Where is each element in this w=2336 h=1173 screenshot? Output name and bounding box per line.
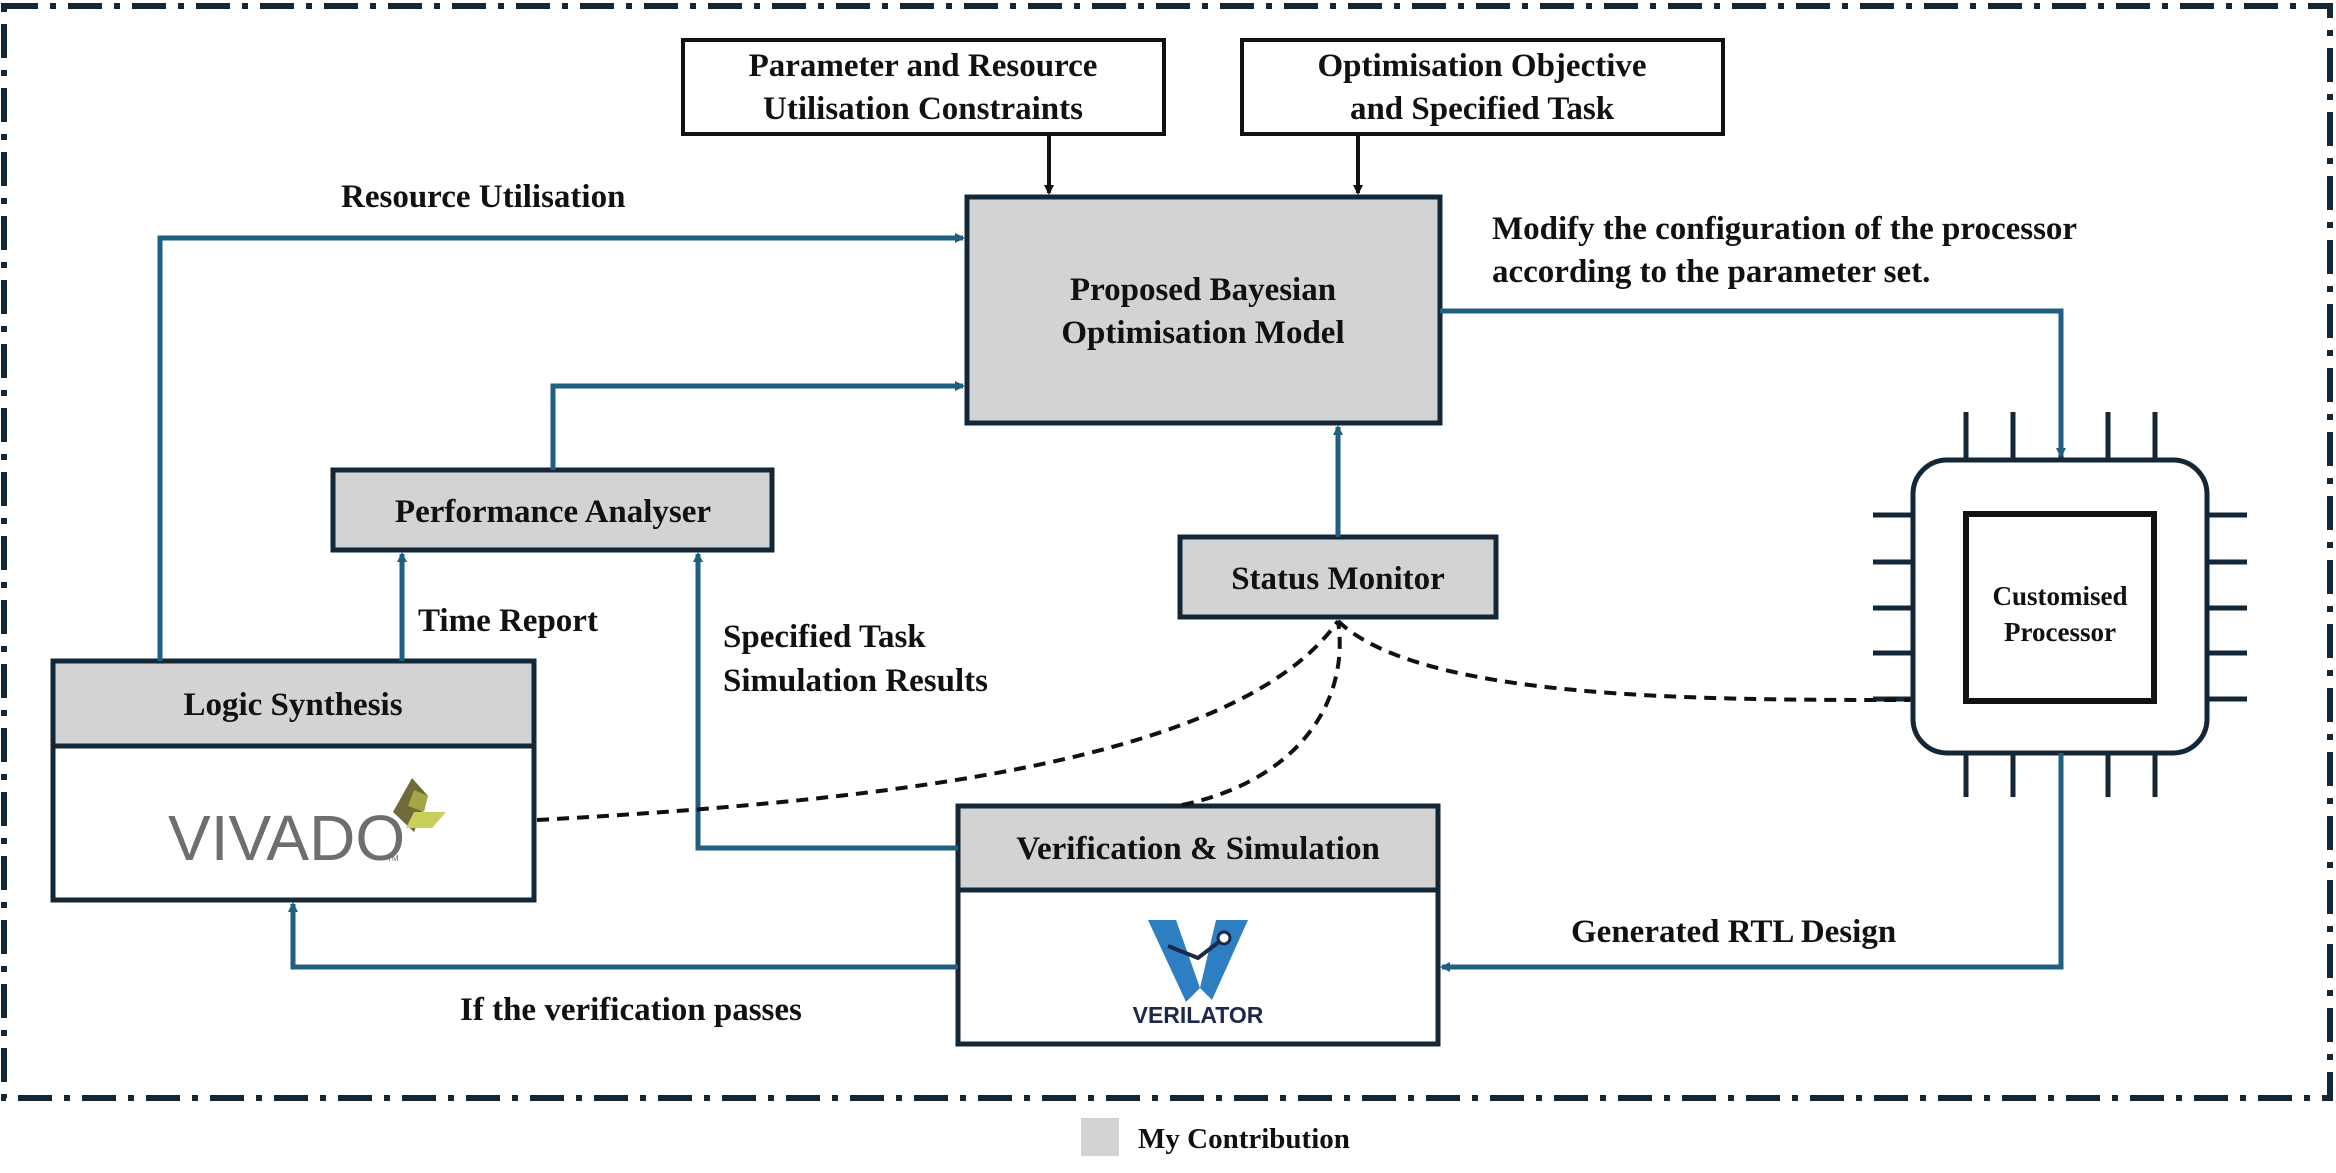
verification-passes-arrow [288, 902, 958, 970]
objective-input-box: Optimisation Objective and Specified Tas… [1240, 38, 1725, 136]
diagram-frame [1, 3, 2333, 1101]
vivado-tm-mark: TM [387, 854, 399, 863]
vivado-leaf-light-icon [406, 812, 446, 828]
verilator-probe-tip-icon [1216, 930, 1232, 946]
verilator-logo-text: VERILATOR [1133, 1002, 1264, 1028]
vivado-leaf-mid-icon [408, 790, 428, 812]
bayesian-model-line-2: Optimisation Model [1061, 315, 1344, 351]
sim-results-arrow [693, 552, 958, 851]
verification-label: Verification & Simulation [1016, 831, 1380, 867]
vivado-logo: VIVADO TM [168, 778, 446, 874]
time-report-label: Time Report [418, 603, 598, 639]
verilator-v-right-icon [1200, 920, 1248, 1000]
objective-line-1: Optimisation Objective [1317, 48, 1646, 84]
modify-config-arrow [1440, 308, 2066, 458]
constraints-line-2: Utilisation Constraints [763, 91, 1083, 127]
processor-line-2: Processor [2004, 617, 2116, 647]
processor-chip: Customised Processor [1873, 412, 2247, 797]
logic-synthesis-box: Logic Synthesis [50, 658, 537, 903]
chip-die [1963, 511, 2157, 704]
status-monitor-box: Status Monitor [1177, 534, 1499, 620]
logic-synthesis-label: Logic Synthesis [183, 687, 402, 723]
vivado-logo-text: VIVADO [168, 802, 405, 874]
constraints-line-1: Parameter and Resource [749, 48, 1098, 84]
rtl-design-label: Generated RTL Design [1571, 914, 1896, 950]
verilator-probe-icon [1167, 936, 1226, 961]
sim-results-line-2: Simulation Results [723, 663, 988, 699]
monitor-link-processor [1336, 619, 1911, 702]
bayesian-model-box: Proposed Bayesian Optimisation Model [964, 194, 1443, 426]
performance-to-model-arrow [550, 381, 965, 470]
status-monitor-label: Status Monitor [1231, 561, 1445, 597]
legend: My Contribution [1081, 1118, 1350, 1156]
objective-line-2: and Specified Task [1350, 91, 1615, 127]
legend-swatch [1081, 1118, 1119, 1156]
performance-analyser-label: Performance Analyser [395, 494, 711, 530]
legend-label: My Contribution [1138, 1123, 1350, 1155]
verilator-v-left-icon [1148, 920, 1200, 1002]
processor-line-1: Customised [1992, 581, 2127, 611]
resource-utilisation-arrow [157, 233, 965, 661]
monitor-link-verilator [1181, 620, 1342, 807]
bayesian-model-line-1: Proposed Bayesian [1070, 272, 1336, 308]
verification-passes-label: If the verification passes [460, 992, 802, 1028]
monitor-link-vivado [536, 619, 1340, 822]
rtl-design-arrow [1440, 753, 2064, 972]
verilator-logo: VERILATOR [1133, 920, 1264, 1028]
constraints-input-box: Parameter and Resource Utilisation Const… [681, 38, 1166, 136]
performance-analyser-box: Performance Analyser [330, 467, 775, 553]
resource-utilisation-label: Resource Utilisation [341, 179, 625, 215]
modify-config-line-2: according to the parameter set. [1492, 254, 1930, 290]
sim-results-line-1: Specified Task [723, 619, 926, 655]
modify-config-line-1: Modify the configuration of the processo… [1492, 211, 2077, 247]
